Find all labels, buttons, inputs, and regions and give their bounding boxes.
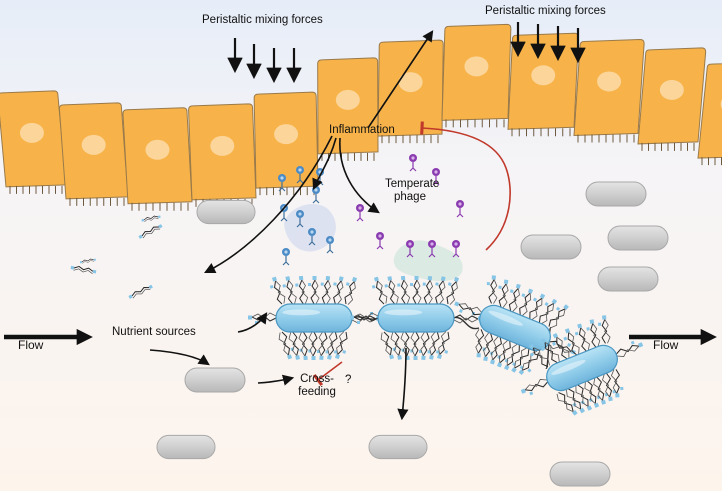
epithelial-cell — [188, 103, 257, 207]
question-mark-label: ? — [345, 374, 352, 386]
epithelial-cell — [253, 91, 319, 196]
nucleus — [81, 134, 106, 155]
peristaltic-label-right: Peristaltic mixing forces — [485, 5, 606, 17]
peristaltic-arrows-right — [510, 22, 586, 64]
epithelial-cell — [317, 57, 379, 161]
nucleus — [335, 89, 360, 110]
peristaltic-arrows-left — [227, 38, 302, 84]
inflammation-label: Inflammation — [329, 124, 395, 136]
nutrient-sources-label: Nutrient sources — [112, 326, 196, 338]
peristaltic-label-left: Peristaltic mixing forces — [202, 14, 323, 26]
inhibition-lines — [312, 121, 511, 387]
epithelial-cell — [441, 23, 512, 128]
temperate-phage-label: Temperate phage — [385, 178, 439, 204]
cross-feeding-label: Cross- feeding — [295, 373, 339, 399]
mucus-blob-right — [393, 240, 463, 282]
nucleus — [464, 56, 489, 77]
epithelial-cell — [122, 107, 193, 211]
nucleus — [531, 65, 556, 86]
flow-label-left: Flow — [18, 338, 44, 352]
temperate-phage-line2: phage — [394, 191, 426, 204]
flow-label-right: Flow — [653, 338, 679, 352]
nucleus — [145, 139, 170, 160]
nucleus — [659, 79, 684, 100]
epithelial-cell — [377, 39, 444, 144]
bacterium — [451, 274, 579, 379]
cross-feeding-line1: Cross- — [300, 373, 334, 385]
epithelium — [0, 23, 722, 211]
epithelial-cell — [637, 47, 707, 151]
nucleus — [210, 135, 235, 156]
bacterium — [349, 274, 483, 362]
nucleus — [274, 124, 299, 145]
epithelial-cell — [58, 102, 129, 206]
bacteria-chain — [247, 274, 645, 418]
temperate-phage-line1: Temperate — [385, 178, 440, 190]
nucleus — [597, 71, 622, 92]
cross-feeding-line2: feeding — [298, 386, 336, 399]
epithelial-cell — [573, 38, 645, 143]
epithelial-cell — [0, 90, 67, 194]
bacterium — [519, 314, 645, 418]
nucleus — [19, 122, 44, 143]
process-arrows — [149, 30, 434, 421]
nucleus — [398, 72, 423, 93]
